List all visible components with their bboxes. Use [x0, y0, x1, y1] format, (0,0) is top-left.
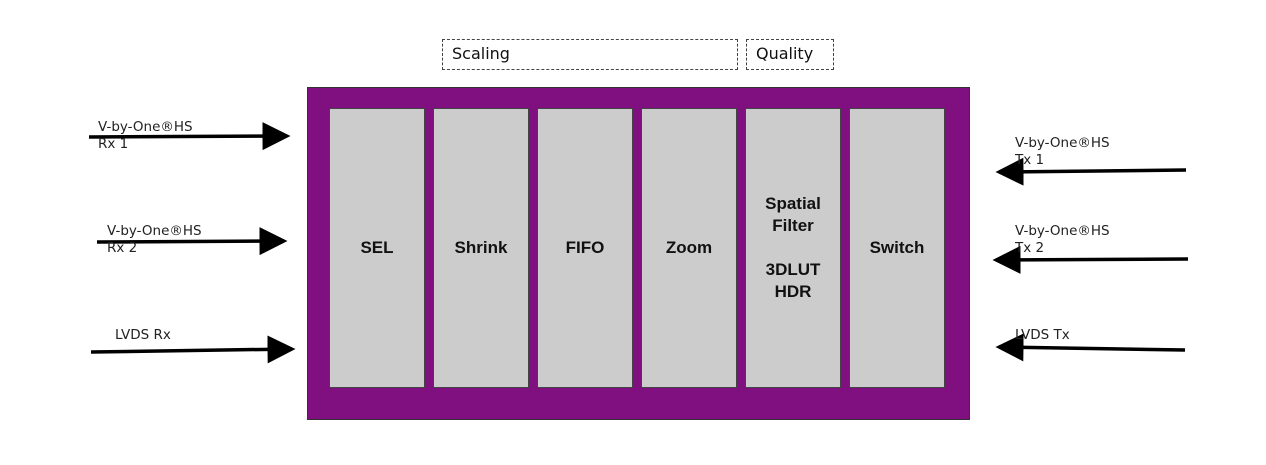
rx1-label-line1: V-by-One®HS: [98, 119, 193, 135]
rx2-label: V-by-One®HS Rx 2: [107, 223, 202, 257]
lvds-rx-label: LVDS Rx: [115, 327, 171, 344]
block-spatial-filter: Spatial Filter 3DLUT HDR: [745, 108, 841, 388]
block-switch: Switch: [849, 108, 945, 388]
block-fifo: FIFO: [537, 108, 633, 388]
quality-label: Quality: [756, 44, 814, 63]
block-spatial-line1: Spatial: [765, 194, 821, 213]
lvds-rx-arrow: [90, 335, 296, 364]
tx2-label: V-by-One®HS Tx 2: [1015, 223, 1110, 257]
rx1-label: V-by-One®HS Rx 1: [98, 119, 193, 153]
tx2-arrow: [992, 245, 1189, 274]
block-sel: SEL: [329, 108, 425, 388]
block-fifo-label: FIFO: [565, 238, 605, 257]
tx2-label-line1: V-by-One®HS: [1015, 223, 1110, 239]
lvds-tx-label-text: LVDS Tx: [1015, 327, 1070, 343]
tx1-label: V-by-One®HS Tx 1: [1015, 135, 1110, 169]
lvds-tx-label: LVDS Tx: [1015, 327, 1070, 344]
block-sel-label: SEL: [360, 238, 394, 257]
block-spatial-line4: HDR: [774, 282, 812, 301]
scaling-label: Scaling: [452, 44, 510, 63]
block-shrink-label: Shrink: [454, 238, 508, 257]
tx1-label-line1: V-by-One®HS: [1015, 135, 1110, 151]
rx2-arrow: [96, 227, 288, 256]
tx1-arrow: [995, 157, 1187, 186]
block-zoom-label: Zoom: [665, 238, 713, 257]
scaling-group-label: Scaling: [442, 39, 738, 70]
rx1-label-line2: Rx 1: [98, 136, 129, 152]
block-spatial-line3: 3DLUT: [765, 260, 821, 279]
block-shrink: Shrink: [433, 108, 529, 388]
rx2-label-line1: V-by-One®HS: [107, 223, 202, 239]
block-switch-label: Switch: [869, 238, 925, 257]
block-spatial-line2: Filter: [772, 216, 814, 235]
rx2-label-line2: Rx 2: [107, 240, 138, 256]
tx2-label-line2: Tx 2: [1015, 240, 1045, 256]
rx1-arrow: [88, 122, 291, 151]
lvds-rx-label-text: LVDS Rx: [115, 327, 171, 343]
quality-group-label: Quality: [746, 39, 834, 70]
block-zoom: Zoom: [641, 108, 737, 388]
tx1-label-line2: Tx 1: [1015, 152, 1045, 168]
lvds-tx-arrow: [995, 333, 1186, 362]
